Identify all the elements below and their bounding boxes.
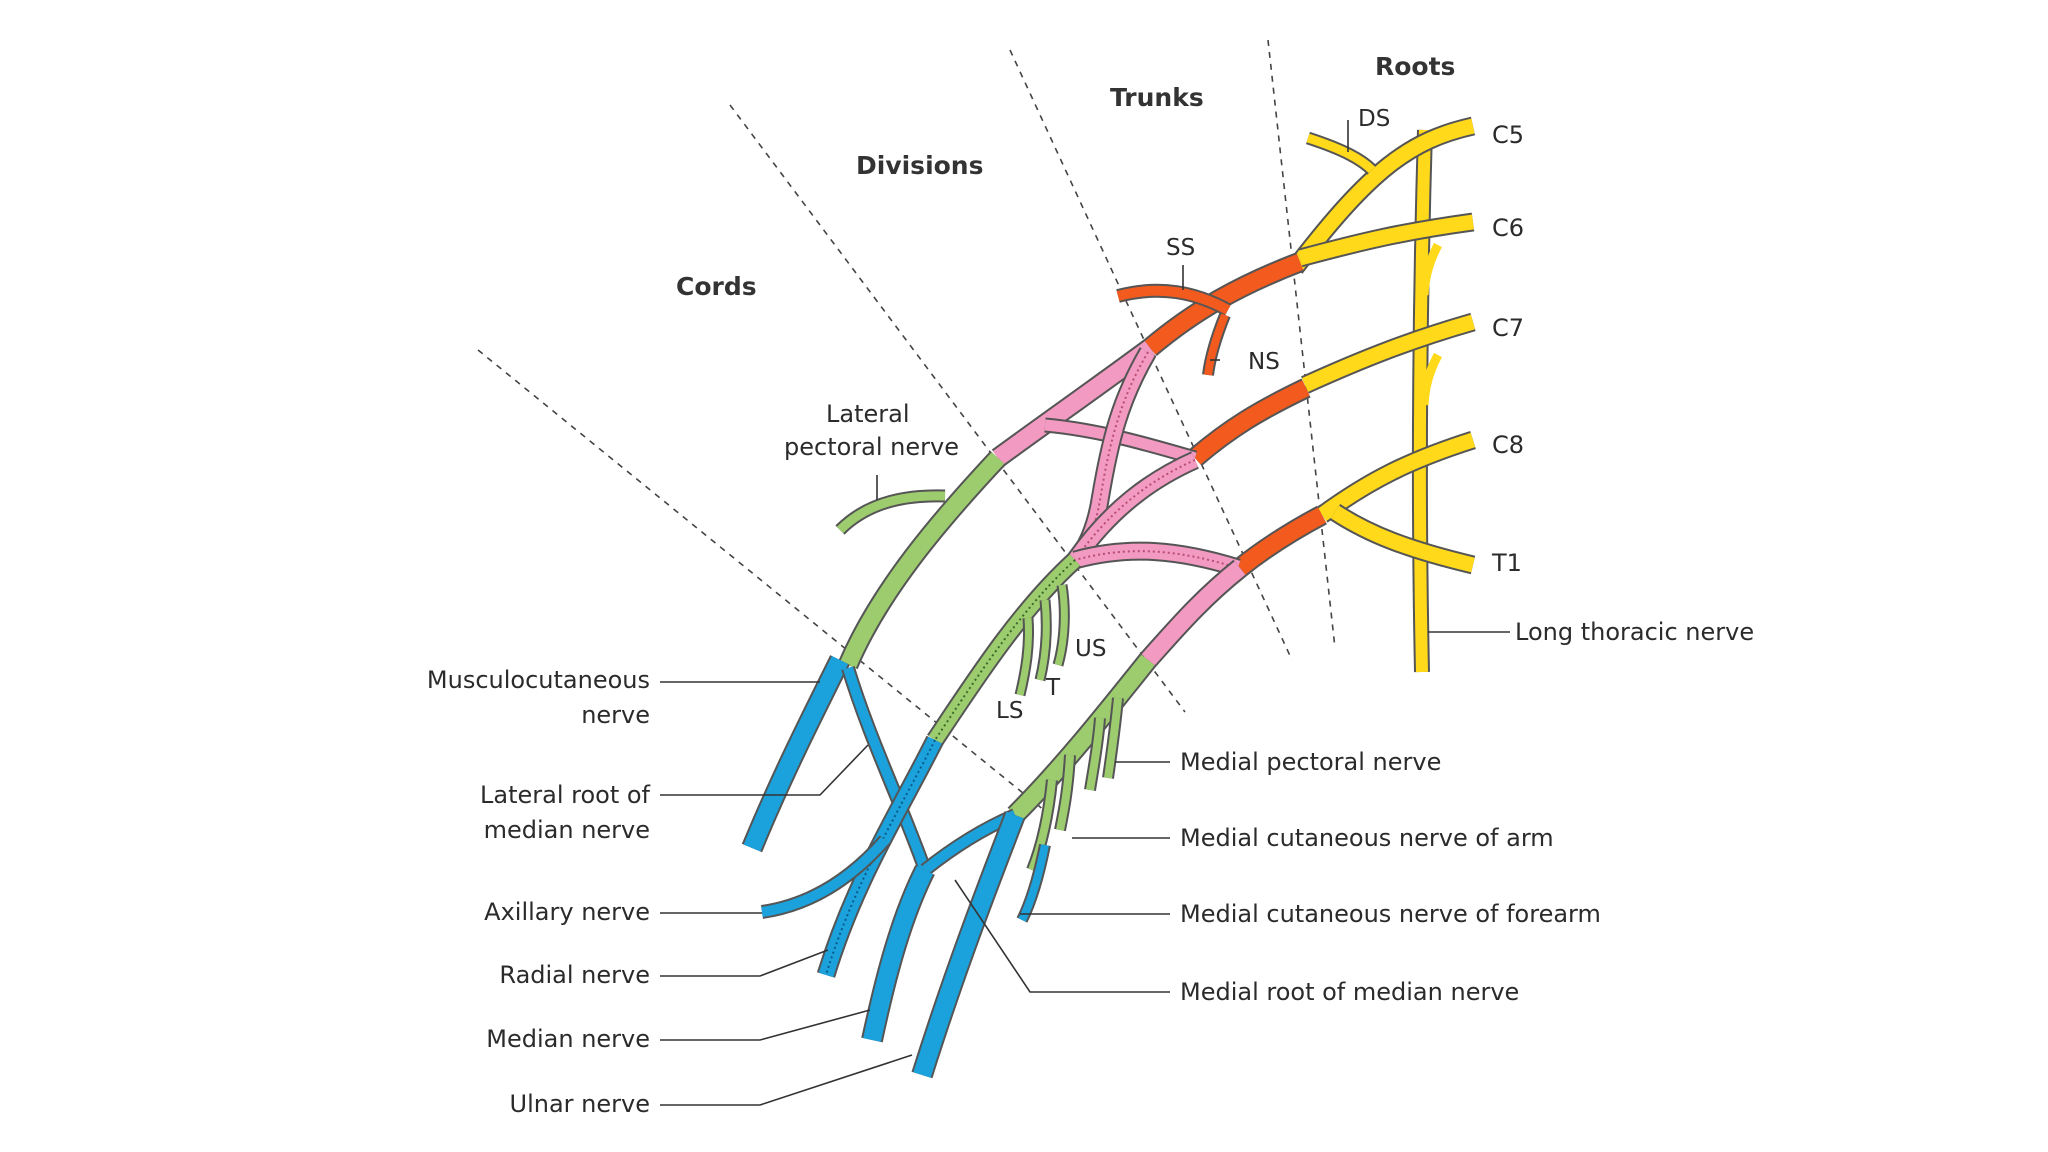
lower-trunk <box>1234 507 1326 575</box>
long-thoracic-nerve <box>1413 129 1431 673</box>
label-ls: LS <box>996 698 1023 724</box>
label-ulnar: Ulnar nerve <box>510 1090 650 1118</box>
label-ds: DS <box>1358 106 1390 132</box>
label-long-thoracic: Long thoracic nerve <box>1515 618 1754 646</box>
middle-trunk <box>1189 380 1310 465</box>
medial-cord <box>1008 654 1155 822</box>
leader-lines <box>660 120 1510 1106</box>
label-radial: Radial nerve <box>499 961 650 989</box>
trunks-group <box>1116 252 1327 577</box>
header-trunks: Trunks <box>1110 83 1204 112</box>
label-medial-root-median: Medial root of median nerve <box>1180 978 1519 1006</box>
posterior-division-middle <box>1068 453 1199 565</box>
lateral-root-of-median-nerve <box>843 666 930 872</box>
label-ns: NS <box>1248 349 1280 375</box>
root-c7 <box>1301 314 1476 392</box>
root-t1 <box>1330 505 1475 573</box>
terminal-branches-group <box>741 655 1026 1079</box>
division-connector-upper <box>1044 419 1197 464</box>
divisions-group <box>991 339 1247 668</box>
label-c5: C5 <box>1492 121 1524 149</box>
lateral-pectoral-nerve <box>836 491 946 534</box>
nerve-to-subclavius <box>1204 313 1229 376</box>
suprascapular-nerve <box>1116 285 1231 315</box>
label-us: US <box>1075 636 1106 662</box>
label-t: T <box>1045 675 1061 701</box>
lateral-cord <box>840 452 1005 669</box>
label-medial-cutaneous-arm: Medial cutaneous nerve of arm <box>1180 824 1554 852</box>
label-axillary: Axillary nerve <box>484 898 650 926</box>
axillary-nerve <box>761 836 889 917</box>
label-lateral-root-1: Lateral root of <box>480 781 651 809</box>
label-median: Median nerve <box>486 1025 650 1053</box>
median-nerve <box>863 865 934 1042</box>
root-c6 <box>1298 214 1475 266</box>
medial-cutaneous-nerve-of-arm <box>1056 754 1074 831</box>
header-cords: Cords <box>676 272 757 301</box>
root-c8 <box>1317 432 1476 522</box>
label-c8: C8 <box>1492 431 1524 459</box>
label-medial-cutaneous-forearm: Medial cutaneous nerve of forearm <box>1180 900 1601 928</box>
label-c7: C7 <box>1492 314 1524 342</box>
musculocutaneous-nerve <box>743 655 849 852</box>
label-musculocutaneous-2: nerve <box>581 701 650 729</box>
label-lateral-root-2: median nerve <box>484 816 650 844</box>
roots-group <box>1287 116 1476 673</box>
medial-pectoral-nerve <box>1104 697 1122 779</box>
cords-group <box>835 450 1157 923</box>
label-lateral-pectoral-1: Lateral <box>826 400 910 428</box>
lower-anterior-division <box>1141 561 1246 666</box>
dorsal-scapular-nerve <box>1306 133 1376 174</box>
root-c5 <box>1289 118 1475 273</box>
ulnar-nerve <box>913 811 1024 1078</box>
header-divisions: Divisions <box>856 151 984 180</box>
label-c6: C6 <box>1492 214 1524 242</box>
medial-cutaneous-nerve-of-forearm <box>1028 779 1056 872</box>
label-medial-pectoral: Medial pectoral nerve <box>1180 748 1441 776</box>
divider-roots-trunks <box>1267 39 1336 649</box>
divider-cords-terminal <box>477 349 1051 816</box>
header-roots: Roots <box>1375 52 1455 81</box>
label-lateral-pectoral-2: pectoral nerve <box>784 433 959 461</box>
label-musculocutaneous-1: Musculocutaneous <box>427 666 650 694</box>
label-ss: SS <box>1166 235 1195 261</box>
label-t1: T1 <box>1491 549 1522 577</box>
